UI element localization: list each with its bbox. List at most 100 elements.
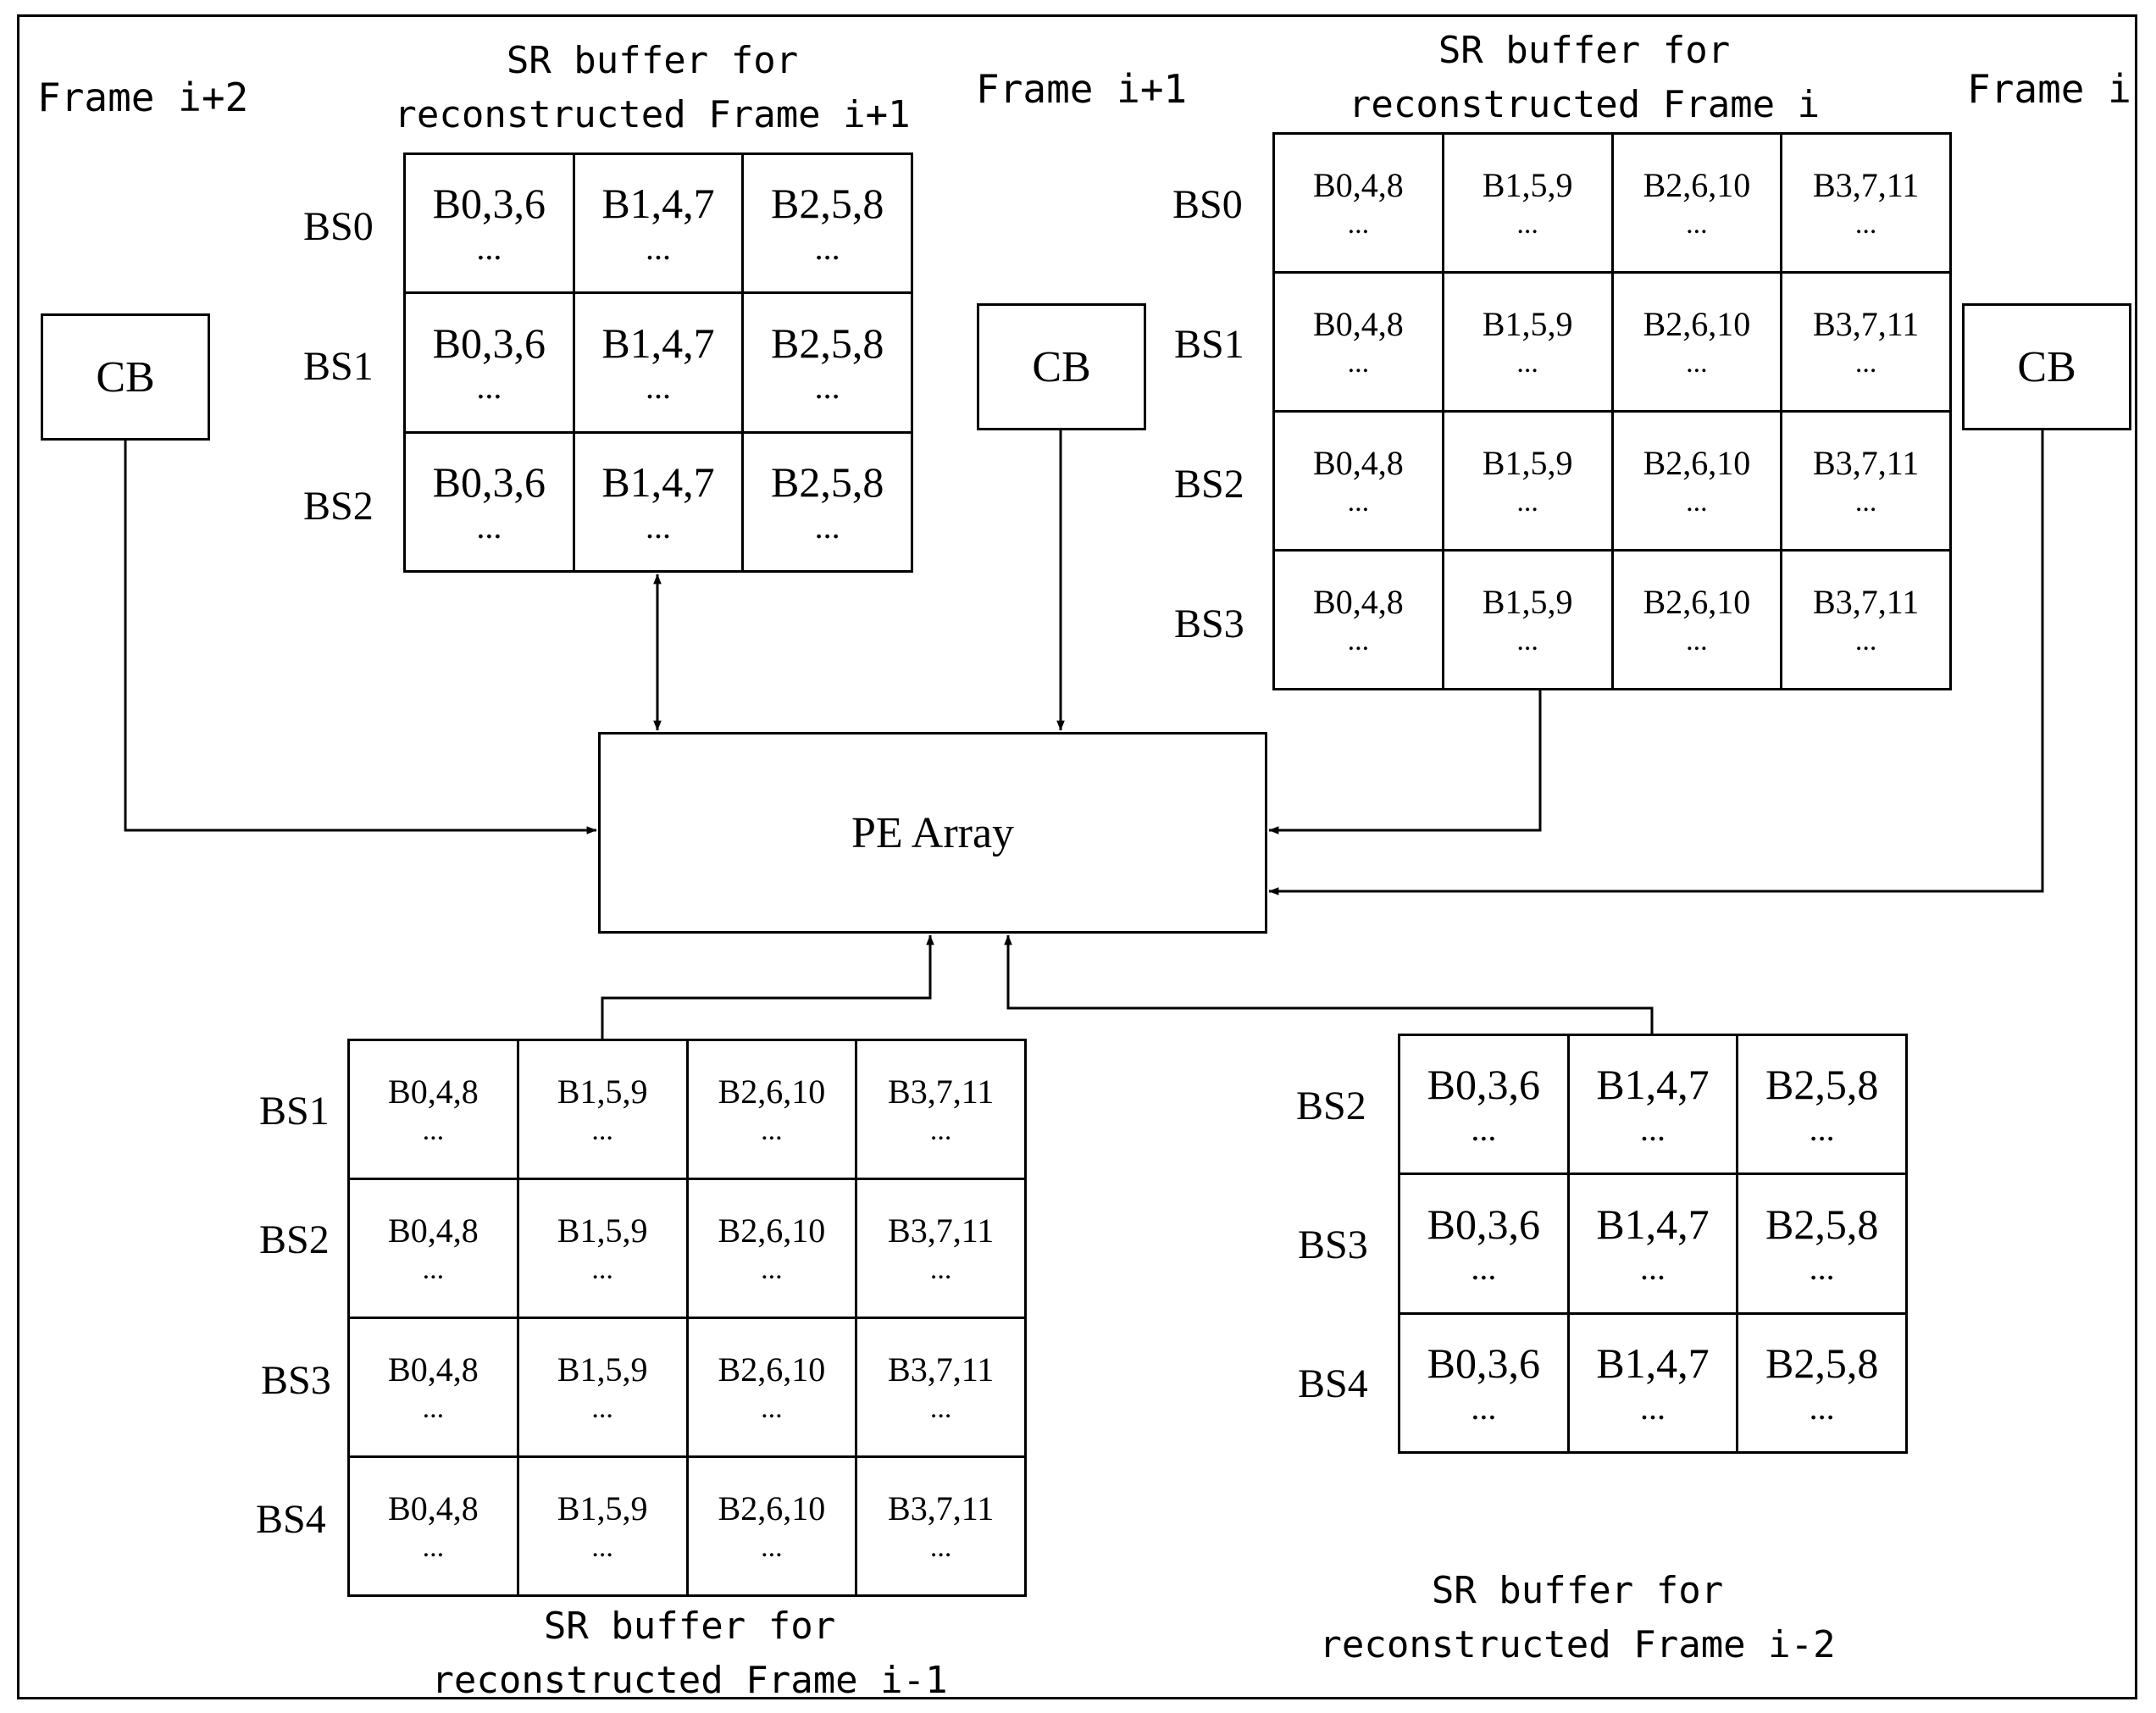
cell-block-ids: B1,5,9: [1482, 165, 1573, 204]
cell-ellipsis: ...: [1639, 1249, 1665, 1288]
buffer-cell: B2,5,8...: [744, 294, 913, 434]
buffer-cell: B1,4,7...: [1569, 1036, 1739, 1176]
cell-ellipsis: ...: [645, 368, 671, 407]
buffer-cell: B2,6,10...: [1613, 135, 1783, 274]
buffer-cell: B2,6,10...: [688, 1319, 858, 1458]
cell-block-ids: B2,5,8: [1765, 1061, 1879, 1109]
cell-ellipsis: ...: [1809, 1249, 1835, 1288]
cell-ellipsis: ...: [929, 1114, 952, 1146]
cell-block-ids: B1,5,9: [1482, 582, 1573, 621]
cell-ellipsis: ...: [1809, 1109, 1835, 1148]
cell-ellipsis: ...: [1471, 1249, 1497, 1288]
buffer-cell: B2,6,10...: [1613, 274, 1783, 413]
caption-line: SR buffer for: [1438, 29, 1731, 72]
cell-ellipsis: ...: [761, 1253, 783, 1285]
cell-ellipsis: ...: [1471, 1388, 1497, 1427]
buffer-cell: B0,3,6...: [1400, 1036, 1570, 1176]
buffer-cell: B1,4,7...: [1569, 1175, 1739, 1315]
buffer-cell: B3,7,11...: [857, 1041, 1027, 1180]
cell-block-ids: B1,4,7: [601, 180, 715, 228]
cell-ellipsis: ...: [1686, 346, 1708, 379]
cell-ellipsis: ...: [422, 1392, 445, 1424]
buffer-cell: B2,6,10...: [688, 1458, 858, 1597]
cell-block-ids: B3,7,11: [888, 1488, 995, 1527]
cell-block-ids: B2,5,8: [1765, 1339, 1879, 1388]
buffer-cell: B0,4,8...: [1275, 135, 1444, 274]
cell-ellipsis: ...: [591, 1114, 613, 1146]
cell-ellipsis: ...: [1471, 1109, 1497, 1148]
cell-block-ids: B0,3,6: [1427, 1339, 1540, 1388]
cell-block-ids: B1,4,7: [601, 319, 715, 367]
buffer-cell: B0,3,6...: [406, 433, 575, 573]
cell-block-ids: B1,5,9: [557, 1211, 648, 1250]
cell-block-ids: B2,5,8: [770, 319, 884, 367]
cell-ellipsis: ...: [929, 1392, 952, 1424]
buffer-cell: B0,4,8...: [1275, 552, 1444, 690]
buffer-cell: B1,5,9...: [1444, 135, 1614, 274]
cell-block-ids: B2,6,10: [1643, 304, 1751, 343]
cell-block-ids: B2,6,10: [718, 1350, 826, 1389]
buffer-cell: B2,5,8...: [744, 433, 913, 573]
caption-buffer-i: SR buffer for reconstructed Frame i: [1305, 24, 1864, 132]
cb-box-frame-i: CB: [1962, 303, 2131, 430]
cell-block-ids: B0,3,6: [432, 458, 546, 507]
buffer-cell: B2,5,8...: [744, 155, 913, 295]
cell-ellipsis: ...: [814, 368, 840, 407]
buffer-cell: B0,4,8...: [350, 1041, 519, 1180]
cell-ellipsis: ...: [422, 1531, 445, 1563]
caption-line: reconstructed Frame i-2: [1319, 1623, 1836, 1666]
buffer-cell: B1,5,9...: [518, 1319, 689, 1458]
cell-ellipsis: ...: [1639, 1388, 1665, 1427]
cell-block-ids: B2,6,10: [1643, 582, 1751, 621]
cell-ellipsis: ...: [591, 1253, 613, 1285]
cell-block-ids: B3,7,11: [1813, 165, 1920, 204]
caption-line: reconstructed Frame i+1: [394, 93, 911, 136]
bs-label: BS2: [259, 1217, 330, 1262]
cell-ellipsis: ...: [1686, 208, 1708, 240]
cell-ellipsis: ...: [1854, 208, 1877, 240]
cell-ellipsis: ...: [591, 1392, 613, 1424]
cell-ellipsis: ...: [1809, 1388, 1835, 1427]
buffer-cell: B3,7,11...: [857, 1458, 1027, 1597]
cell-ellipsis: ...: [422, 1253, 445, 1285]
buffer-cell: B0,4,8...: [1275, 413, 1444, 552]
cell-block-ids: B0,4,8: [388, 1488, 479, 1527]
bs-label: BS3: [1174, 601, 1244, 646]
cell-ellipsis: ...: [1854, 624, 1877, 657]
caption-line: SR buffer for: [506, 39, 799, 82]
caption-line: reconstructed Frame i-1: [431, 1659, 948, 1702]
cell-block-ids: B1,5,9: [557, 1072, 648, 1111]
cell-block-ids: B0,4,8: [1313, 304, 1404, 343]
cell-ellipsis: ...: [476, 507, 502, 546]
buffer-cell: B2,5,8...: [1738, 1175, 1908, 1315]
buffer-cell: B2,5,8...: [1738, 1036, 1908, 1176]
buffer-cell: B1,5,9...: [518, 1458, 689, 1597]
cell-block-ids: B3,7,11: [888, 1350, 995, 1389]
buffer-cell: B0,3,6...: [406, 155, 575, 295]
cell-ellipsis: ...: [476, 228, 502, 267]
cell-block-ids: B1,4,7: [1596, 1200, 1710, 1248]
cell-block-ids: B1,5,9: [1482, 304, 1573, 343]
frame-label-i: Frame i: [1967, 66, 2131, 112]
buffer-cell: B0,3,6...: [1400, 1175, 1570, 1315]
cell-block-ids: B3,7,11: [888, 1211, 995, 1250]
buffer-cell: B1,4,7...: [574, 155, 745, 295]
cell-ellipsis: ...: [1639, 1109, 1665, 1148]
frame-label-i-plus-1: Frame i+1: [976, 66, 1188, 112]
diagram-border: [17, 14, 2137, 1699]
buffer-cell: B1,5,9...: [1444, 274, 1614, 413]
cell-block-ids: B2,6,10: [718, 1488, 826, 1527]
caption-line: SR buffer for: [1431, 1569, 1724, 1612]
cell-block-ids: B0,3,6: [1427, 1061, 1540, 1109]
cell-block-ids: B2,5,8: [1765, 1200, 1879, 1248]
bs-label: BS0: [303, 204, 374, 249]
cell-ellipsis: ...: [929, 1531, 952, 1563]
sr-buffer-frame-i-plus-1: B0,3,6...B1,4,7...B2,5,8...B0,3,6...B1,4…: [403, 152, 913, 573]
cell-block-ids: B2,5,8: [770, 180, 884, 228]
bs-label: BS4: [256, 1497, 326, 1542]
cell-block-ids: B0,3,6: [1427, 1200, 1540, 1248]
caption-buffer-i-minus-2: SR buffer for reconstructed Frame i-2: [1298, 1564, 1857, 1672]
cell-ellipsis: ...: [1516, 485, 1538, 518]
cell-ellipsis: ...: [1686, 624, 1708, 657]
